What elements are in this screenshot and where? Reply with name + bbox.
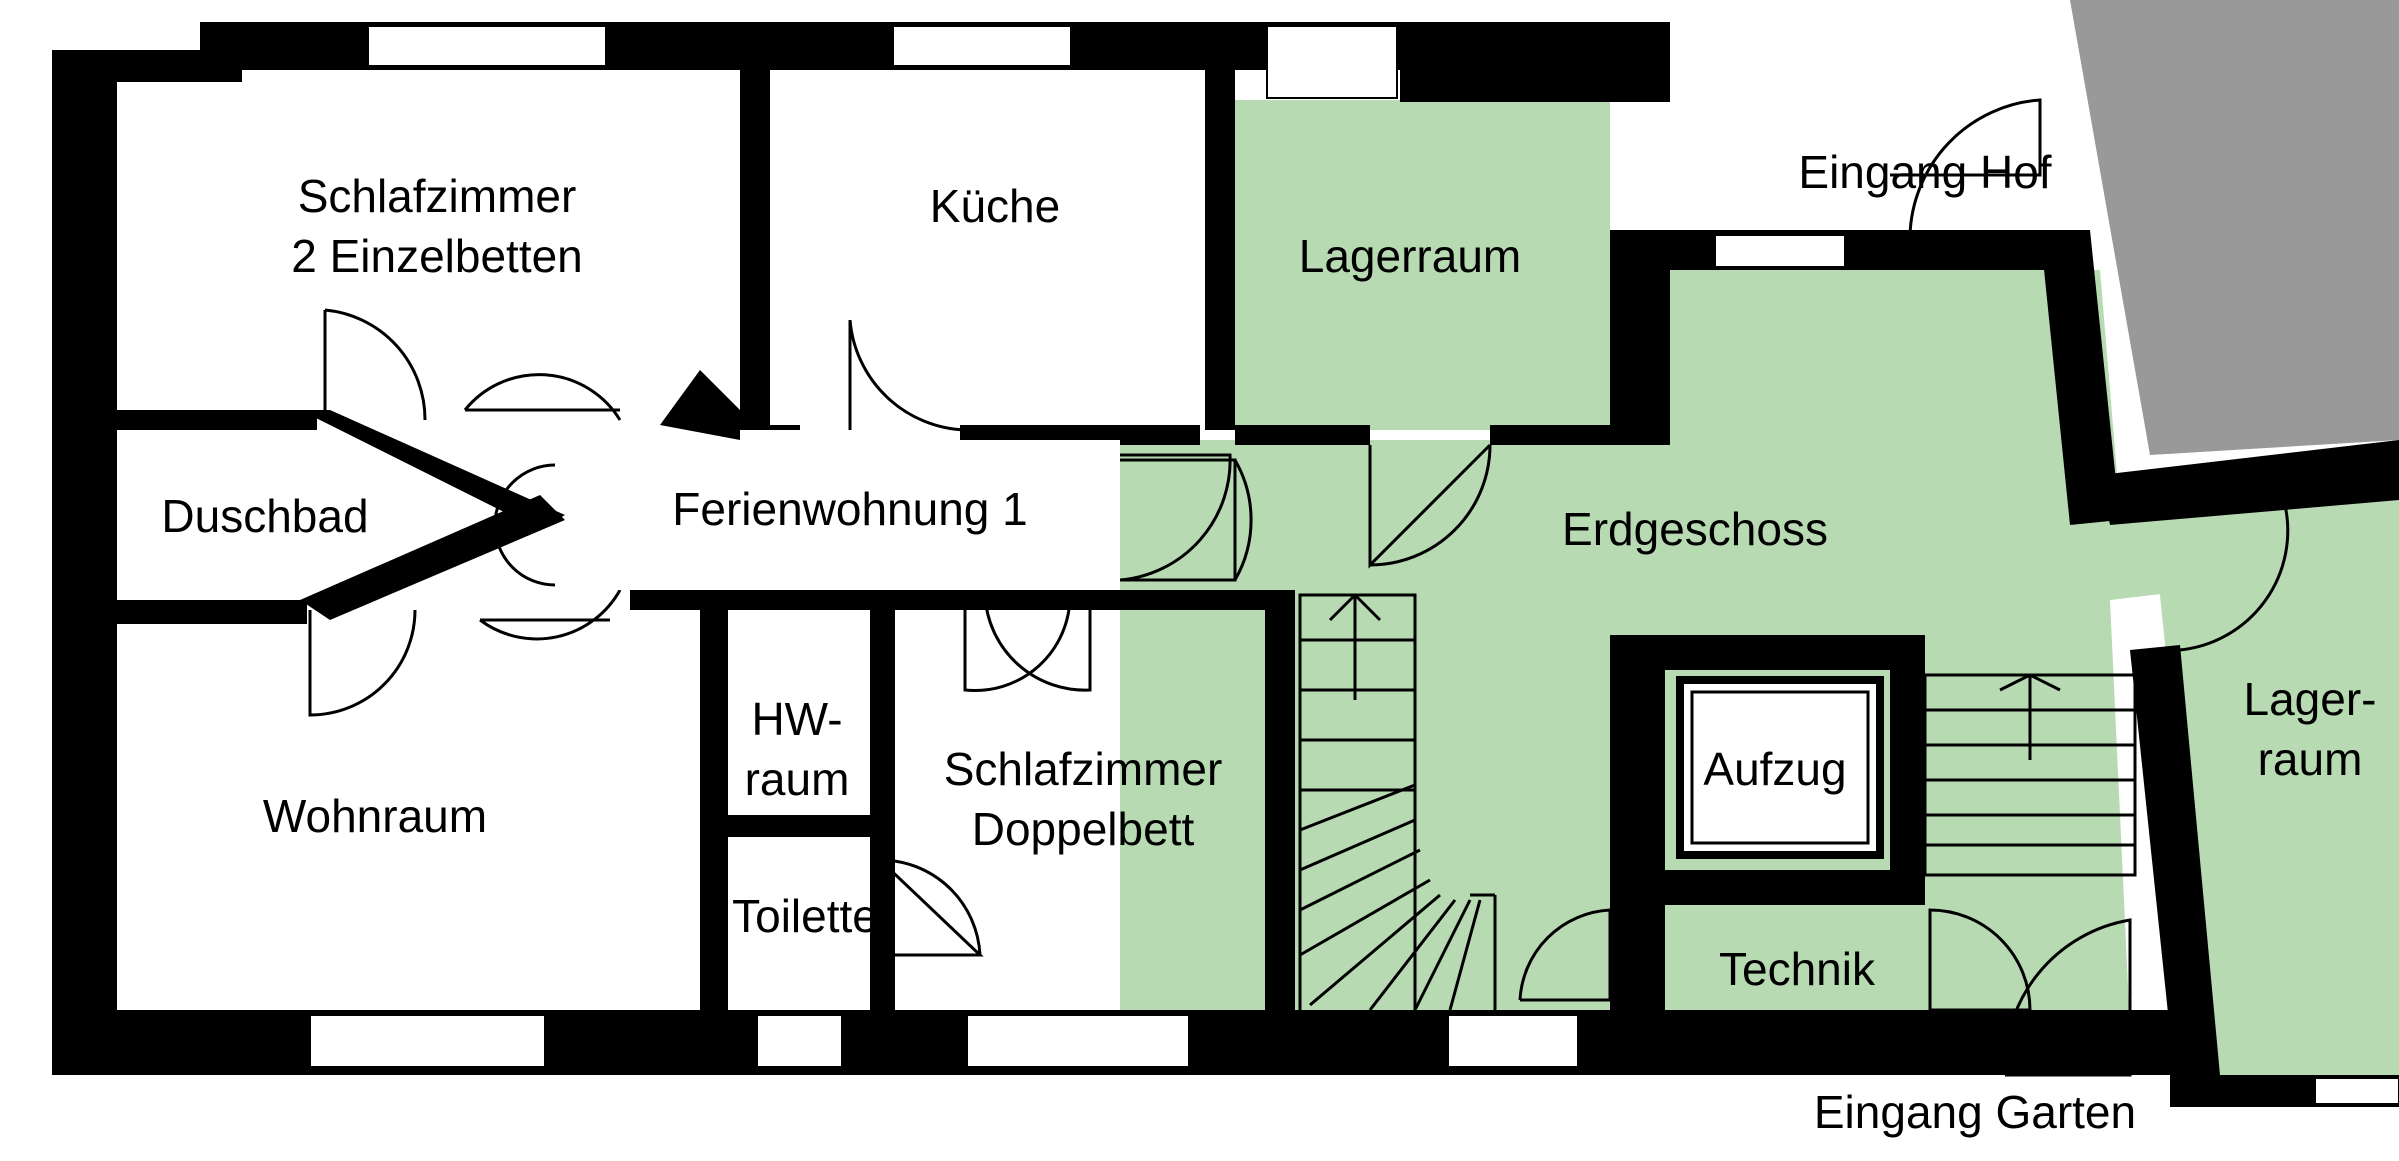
label-hw-raum-2: raum (745, 753, 850, 805)
doors (308, 98, 2290, 1077)
label-lager-raum-1: Lager- (2244, 673, 2377, 725)
corridor (570, 440, 1120, 590)
label-lager-raum-2: raum (2258, 733, 2363, 785)
label-hw-raum-1: HW- (751, 693, 842, 745)
label-aufzug: Aufzug (1703, 743, 1846, 795)
label-eingang-hof: Eingang Hof (1798, 146, 2051, 198)
label-kueche: Küche (930, 180, 1060, 232)
label-ferienwohnung: Ferienwohnung 1 (672, 483, 1027, 535)
stairs (1298, 593, 2137, 1017)
label-eingang-garten: Eingang Garten (1814, 1086, 2136, 1138)
label-wohnraum: Wohnraum (263, 790, 487, 842)
room-labels: Schlafzimmer 2 Einzelbetten Küche Lagerr… (161, 146, 2376, 1138)
elevator (1676, 676, 1884, 859)
label-schlafzimmer-1: Schlafzimmer (298, 170, 577, 222)
label-technik: Technik (1719, 943, 1876, 995)
label-erdgeschoss: Erdgeschoss (1562, 503, 1828, 555)
label-duschbad: Duschbad (161, 490, 368, 542)
neighbor-building (2070, 0, 2399, 455)
label-schlafzimmer-2: Schlafzimmer (944, 743, 1223, 795)
label-toilette: Toilette (732, 890, 878, 942)
windows (309, 25, 2399, 1105)
label-schlafzimmer-2-sub: Doppelbett (972, 803, 1195, 855)
label-lagerraum: Lagerraum (1299, 230, 1521, 282)
label-schlafzimmer-1-sub: 2 Einzelbetten (291, 230, 583, 282)
